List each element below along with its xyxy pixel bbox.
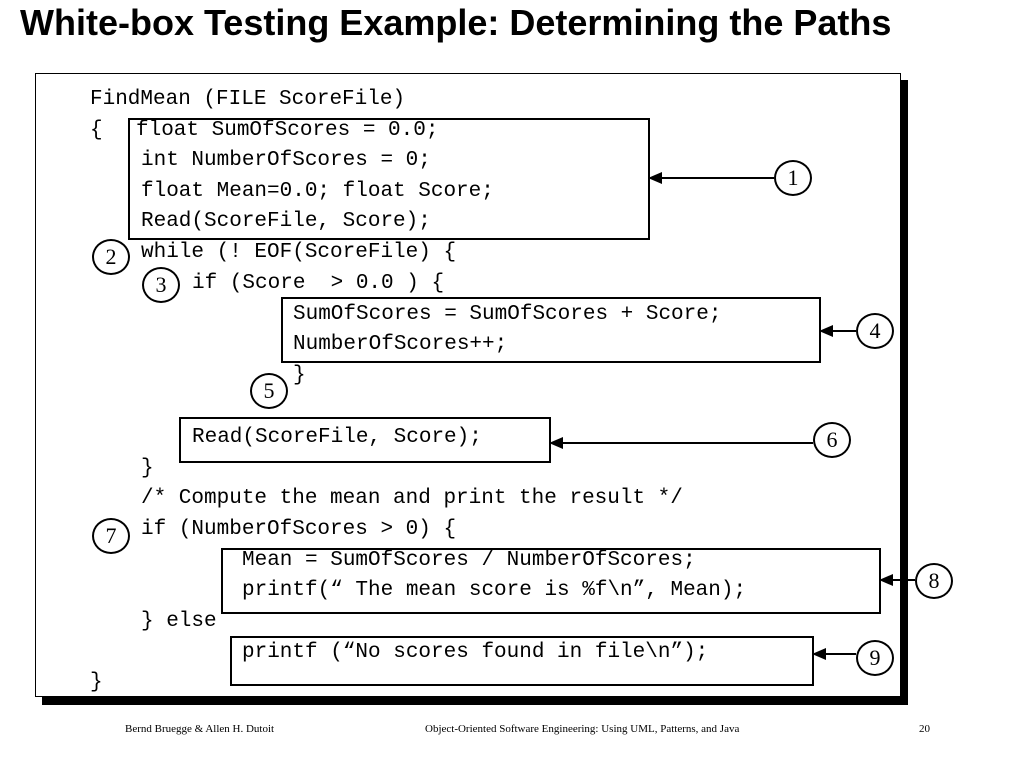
path-number-4: 4 [856, 313, 894, 349]
code-line-else: } else [141, 610, 217, 633]
code-line-if-score: if (Score > 0.0 ) { [192, 272, 445, 295]
path-number-9: 9 [856, 640, 894, 676]
arrow-9-head [812, 648, 826, 660]
arrow-1-head [648, 172, 662, 184]
footer-page-number: 20 [919, 723, 930, 735]
code-line-if-count: if (NumberOfScores > 0) { [141, 518, 457, 541]
code-line-mean-decl: float Mean=0.0; float Score; [141, 180, 494, 203]
code-line-read-first: Read(ScoreFile, Score); [141, 210, 431, 233]
code-line-comment: /* Compute the mean and print the result… [141, 487, 683, 510]
footer-authors: Bernd Bruegge & Allen H. Dutoit [125, 723, 275, 735]
code-line-printf-mean: printf(“ The mean score is %f\n”, Mean); [242, 579, 747, 602]
path-number-7: 7 [92, 518, 130, 554]
footer-book-title: Object-Oriented Software Engineering: Us… [425, 723, 740, 735]
code-line-sum-decl: float SumOfScores = 0.0; [136, 119, 439, 142]
path-number-1: 1 [774, 160, 812, 196]
slide-title: White-box Testing Example: Determining t… [20, 2, 892, 43]
path-number-8: 8 [915, 563, 953, 599]
code-line-open-brace: { [90, 119, 103, 142]
code-line-function-header: FindMean (FILE ScoreFile) [90, 88, 406, 111]
code-line-close-brace: } [90, 671, 103, 694]
code-line-count-decl: int NumberOfScores = 0; [141, 149, 431, 172]
arrow-8-head [879, 574, 893, 586]
code-line-mean-calc: Mean = SumOfScores / NumberOfScores; [242, 549, 696, 572]
code-block-9-box [230, 636, 814, 686]
code-line-if-close: } [293, 364, 306, 387]
path-number-3: 3 [142, 267, 180, 303]
arrow-1-line [660, 177, 774, 179]
arrow-4-line [831, 330, 856, 332]
arrow-6-line [561, 442, 813, 444]
arrow-9-line [824, 653, 856, 655]
path-number-2: 2 [92, 239, 130, 275]
arrow-4-head [819, 325, 833, 337]
code-line-while: while (! EOF(ScoreFile) { [141, 241, 457, 264]
code-line-read-loop: Read(ScoreFile, Score); [192, 426, 482, 449]
path-number-6: 6 [813, 422, 851, 458]
code-line-printf-none: printf (“No scores found in file\n”); [242, 641, 709, 664]
arrow-6-head [549, 437, 563, 449]
code-line-while-close: } [141, 457, 154, 480]
arrow-8-line [891, 579, 915, 581]
code-line-sum-add: SumOfScores = SumOfScores + Score; [293, 303, 722, 326]
path-number-5: 5 [250, 373, 288, 409]
code-line-count-inc: NumberOfScores++; [293, 333, 508, 356]
